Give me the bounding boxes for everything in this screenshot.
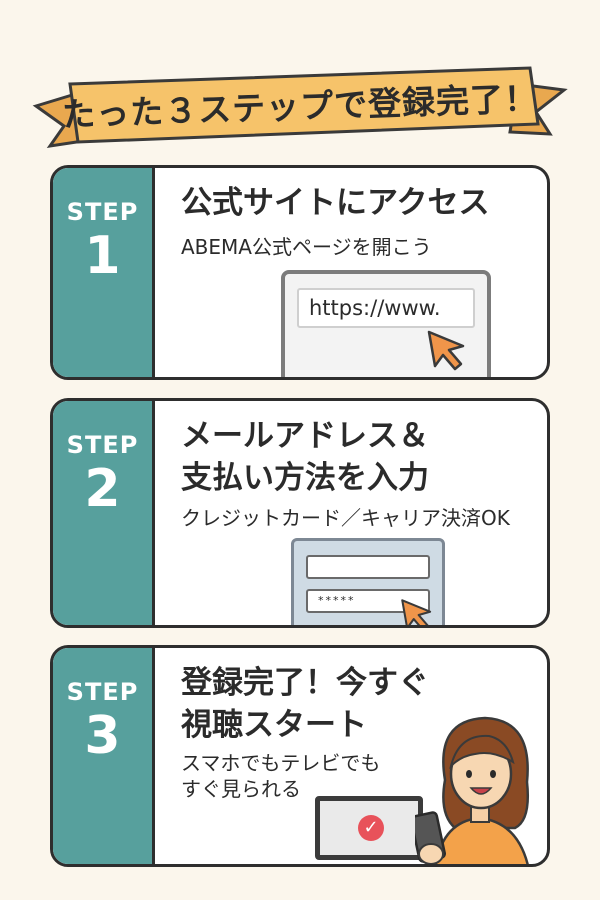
step-number: 2 — [84, 459, 121, 519]
step-title-line-2: 支払い方法を入力 — [181, 460, 429, 496]
step-title-line-1: メールアドレス＆ — [181, 418, 429, 454]
step-subtitle-line-2: すぐ見られる — [181, 777, 301, 801]
step-badge-3: STEP 3 — [53, 648, 155, 864]
url-bar: https://www. — [297, 288, 475, 328]
woman-with-phone-illustration — [415, 716, 529, 864]
step-card-3: STEP 3 登録完了！今すぐ 視聴スタート スマホでもテレビでも すぐ見られる… — [50, 645, 550, 867]
ribbon-shape — [32, 66, 568, 149]
step-badge-1: STEP 1 — [53, 168, 155, 377]
step-title-line-1: 登録完了！今すぐ — [181, 665, 429, 701]
step-card-2: STEP 2 メールアドレス＆ 支払い方法を入力 クレジットカード／キャリア決済… — [50, 398, 550, 628]
step-subtitle: クレジットカード／キャリア決済OK — [181, 506, 510, 530]
cursor-arrow-icon — [401, 599, 432, 625]
step-badge-2: STEP 2 — [53, 401, 155, 625]
monitor-illustration: ✓ — [315, 796, 423, 860]
email-field — [306, 555, 430, 579]
step-card-1: STEP 1 公式サイトにアクセス ABEMA公式ページを開こう https:/… — [50, 165, 550, 380]
step-number: 1 — [84, 226, 121, 286]
step-number: 3 — [84, 706, 121, 766]
cursor-arrow-icon — [427, 330, 465, 371]
step-label: STEP — [66, 678, 139, 706]
step-subtitle: ABEMA公式ページを開こう — [181, 235, 432, 259]
step-label: STEP — [66, 198, 139, 226]
title-banner: たった３ステップで登録完了！ — [30, 62, 570, 158]
step-subtitle-line-1: スマホでもテレビでも — [181, 751, 381, 775]
password-field: ***** — [306, 589, 430, 613]
step-title-line-2: 視聴スタート — [181, 707, 367, 743]
check-icon: ✓ — [358, 815, 384, 841]
step-title: 公式サイトにアクセス — [181, 185, 490, 221]
step-label: STEP — [66, 431, 139, 459]
